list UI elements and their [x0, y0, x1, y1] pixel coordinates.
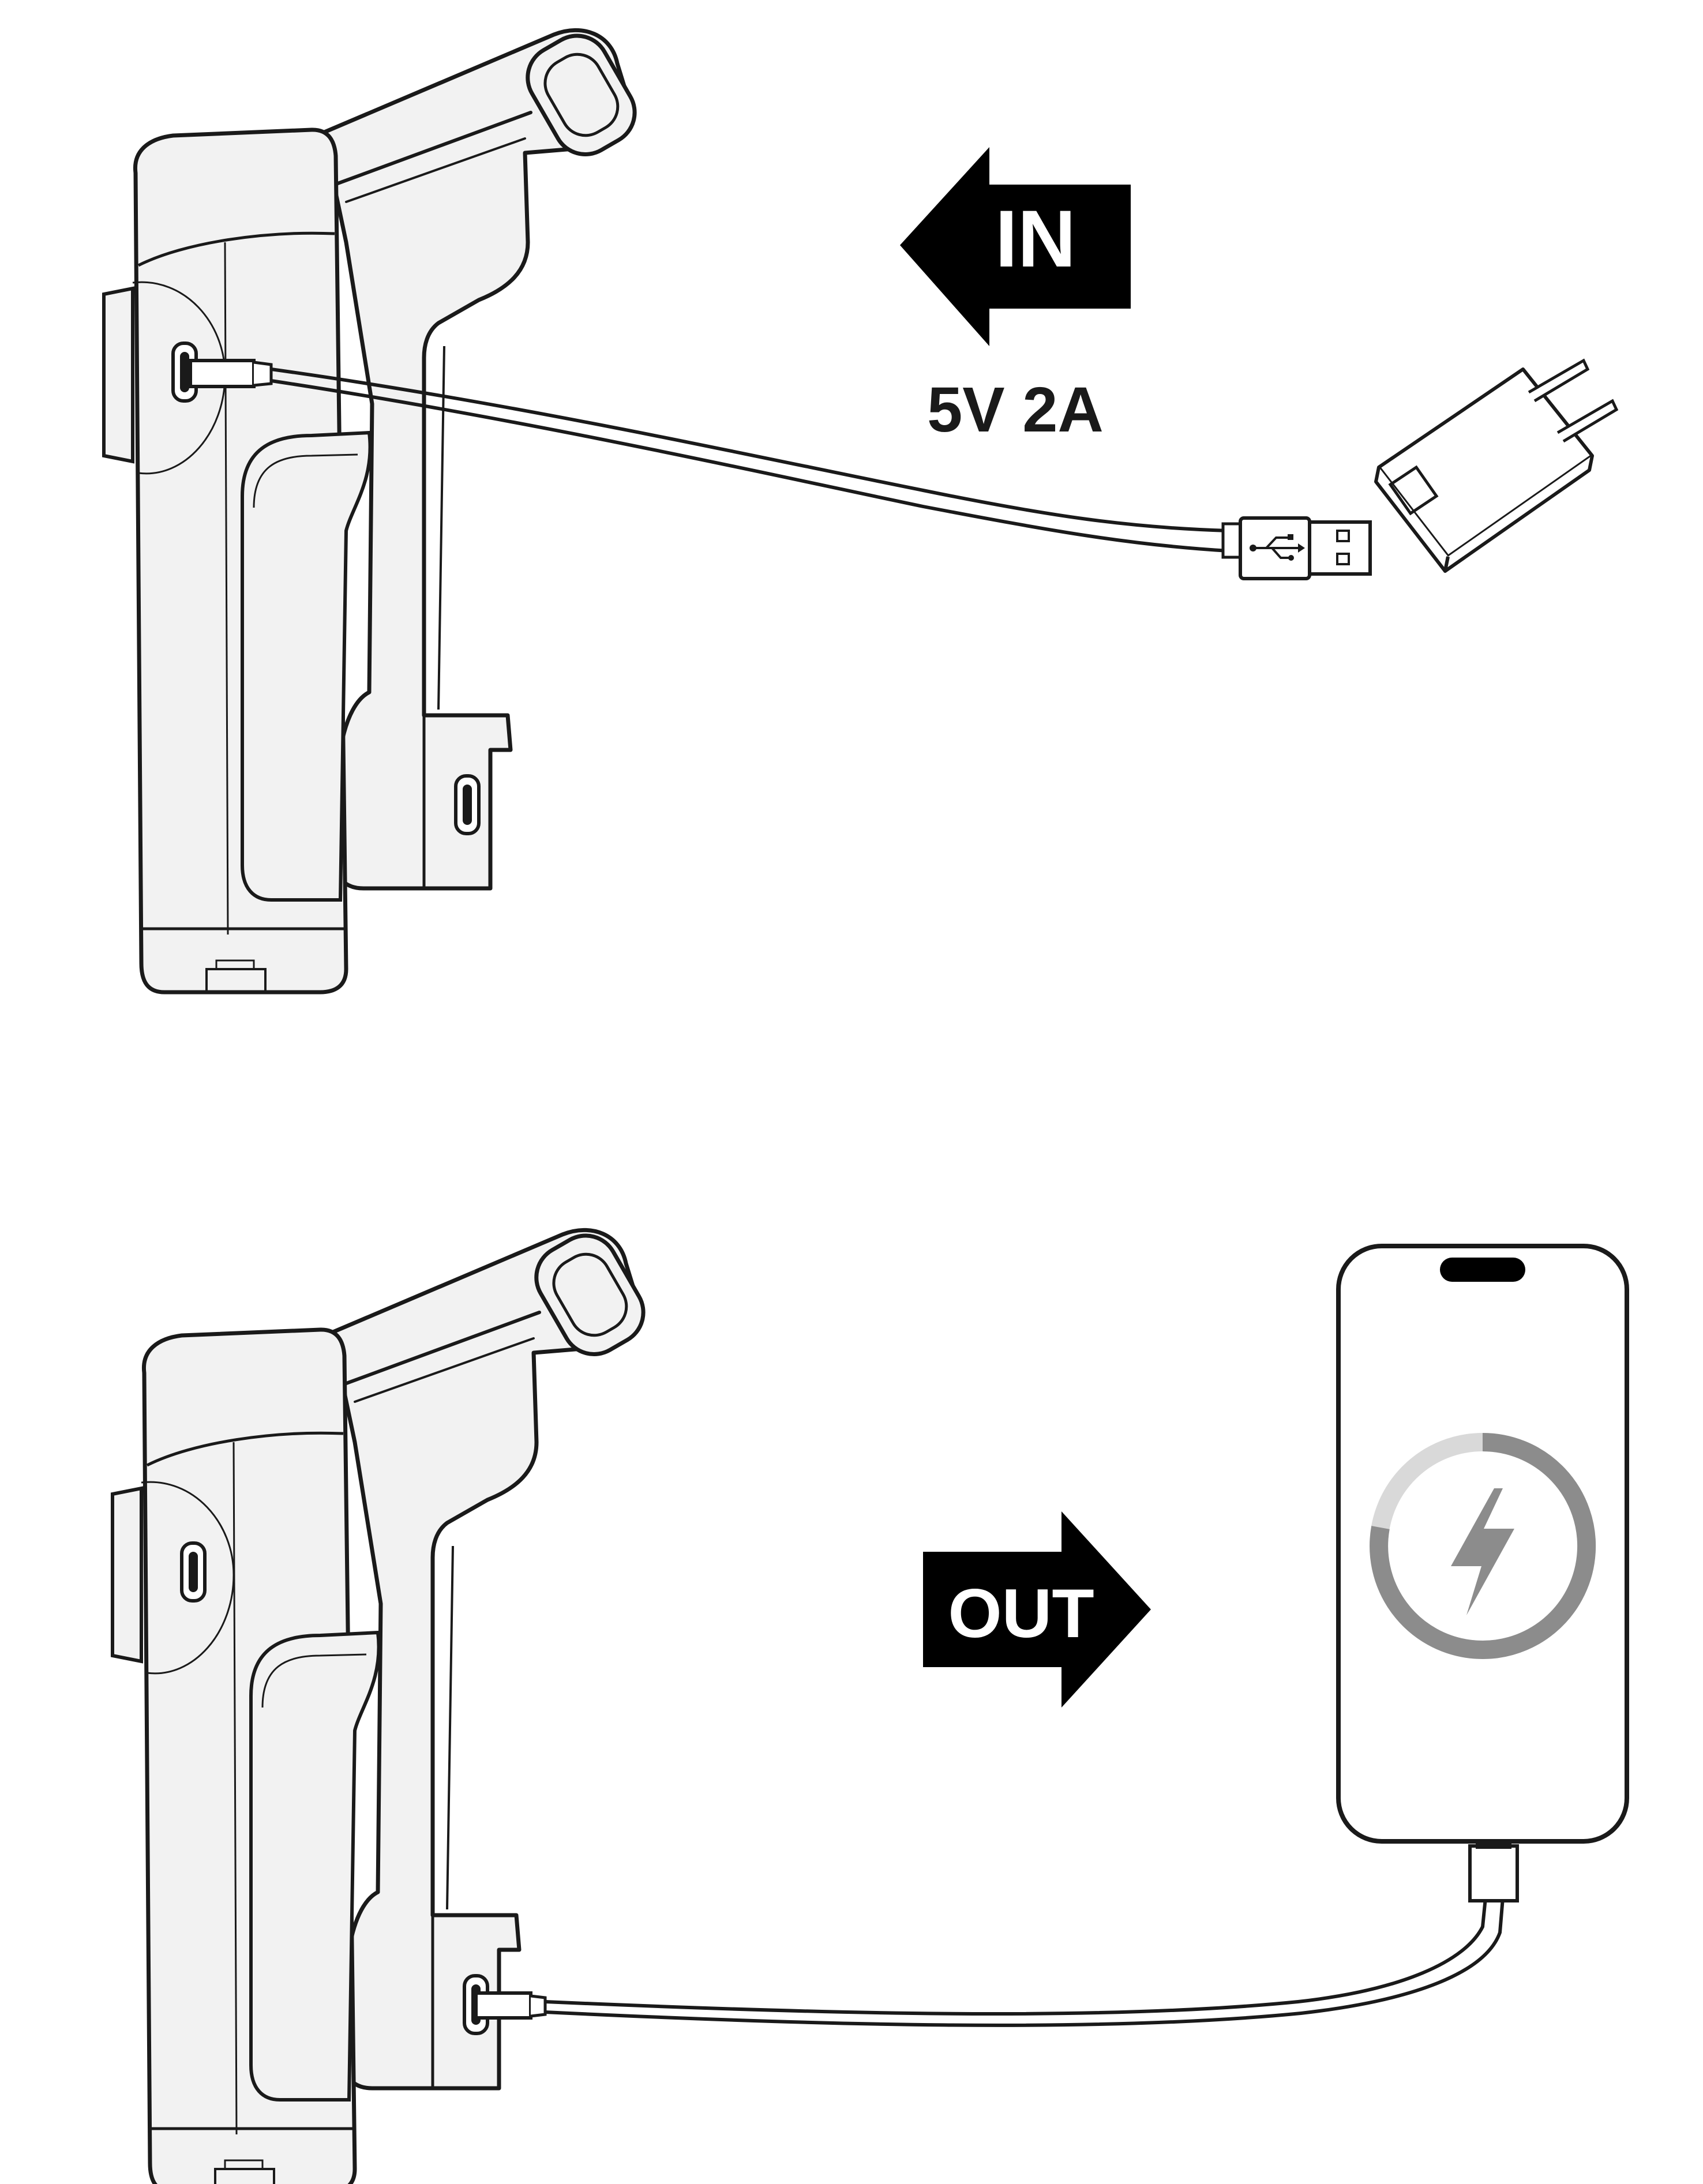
- gimbal-icon: [112, 1224, 655, 2184]
- usb-c-cable-icon: [189, 359, 1229, 553]
- usb-a-plug-icon: [1221, 516, 1372, 580]
- charging-in-arrow: IN: [900, 147, 1131, 346]
- charging-out-arrow: OUT: [923, 1511, 1151, 1708]
- usb-c-cable-icon: [474, 1843, 1519, 2027]
- charging-out-panel: OUT: [112, 1224, 1629, 2184]
- wall-adapter-icon: [1374, 358, 1619, 573]
- in-label: IN: [995, 193, 1076, 284]
- phone-notch: [1440, 1258, 1525, 1282]
- charging-bolt-icon: [1370, 1433, 1596, 1659]
- charging-in-panel: IN 5V 2A: [104, 24, 1619, 992]
- charging-spec-label: 5V 2A: [927, 374, 1104, 445]
- gimbal-icon: [104, 24, 646, 992]
- out-label: OUT: [948, 1575, 1094, 1652]
